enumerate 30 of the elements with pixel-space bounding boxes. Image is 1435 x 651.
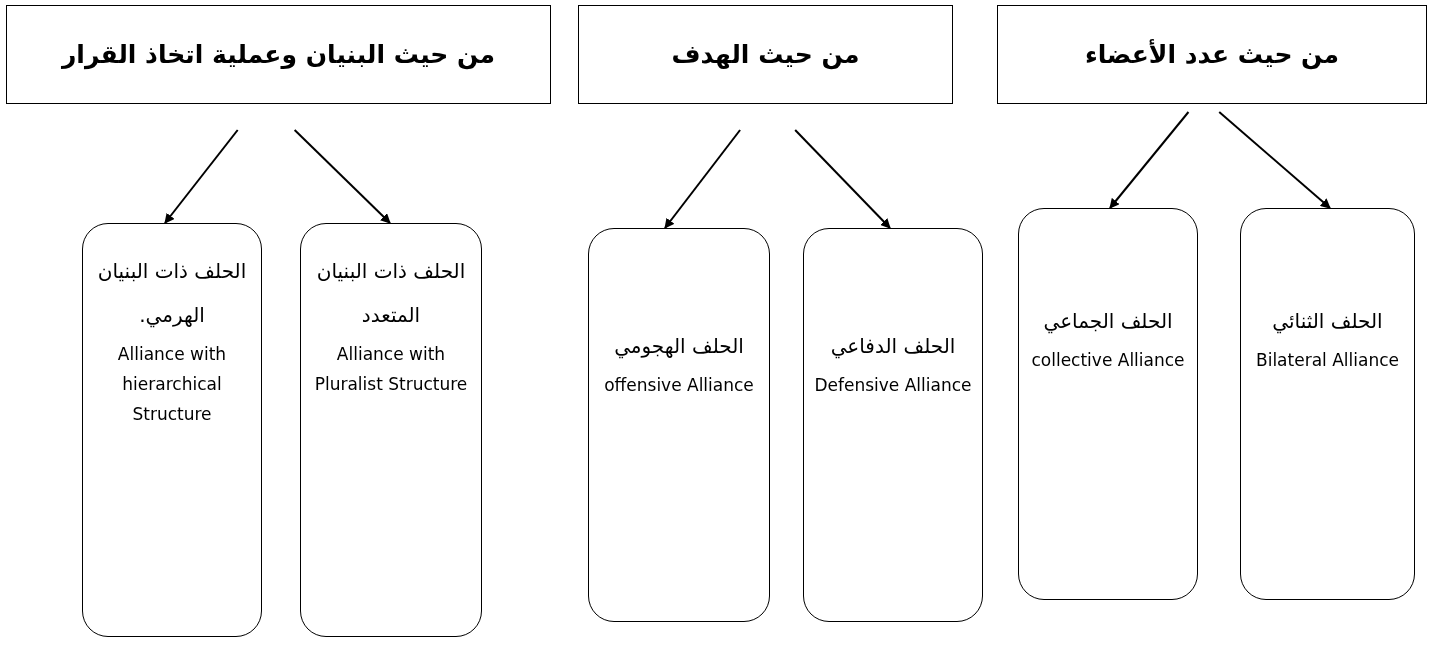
category-box: [588, 228, 770, 622]
heading-text: من حيث الهدف: [671, 40, 860, 69]
category-box: [803, 228, 983, 622]
english-label: Bilateral Alliance: [1256, 349, 1399, 372]
category-box: [82, 223, 262, 637]
arabic-label: الحلف الجماعي: [1043, 308, 1173, 336]
arabic-label: الحلف ذات البنيان المتعدد: [316, 258, 466, 329]
english-label: Alliance with hierarchical Structure: [116, 343, 228, 426]
heading-box: [578, 5, 953, 104]
heading-box: [6, 5, 551, 104]
category-box: [300, 223, 482, 637]
english-label: offensive Alliance: [604, 374, 754, 397]
arrow: [293, 129, 391, 224]
english-label: Alliance with Pluralist Structure: [313, 343, 469, 396]
heading-text: من حيث البنيان وعملية اتخاذ القرار: [61, 40, 496, 69]
arrow: [1218, 111, 1331, 209]
arabic-label: الحلف الدفاعي: [830, 333, 956, 361]
arrow: [794, 129, 891, 229]
arabic-label: الحلف الهجومي: [614, 333, 744, 361]
arabic-label: الحلف الثنائي: [1272, 308, 1383, 336]
heading-text: من حيث عدد الأعضاء: [1084, 40, 1340, 69]
arrow: [164, 129, 239, 224]
arrow: [664, 129, 742, 229]
english-label: Defensive Alliance: [814, 374, 972, 397]
heading-box: [997, 5, 1427, 104]
category-box: [1240, 208, 1415, 600]
arrow: [1109, 111, 1190, 209]
category-box: [1018, 208, 1198, 600]
english-label: collective Alliance: [1031, 349, 1185, 372]
arabic-label: الحلف ذات البنيان الهرمي.: [97, 258, 247, 330]
